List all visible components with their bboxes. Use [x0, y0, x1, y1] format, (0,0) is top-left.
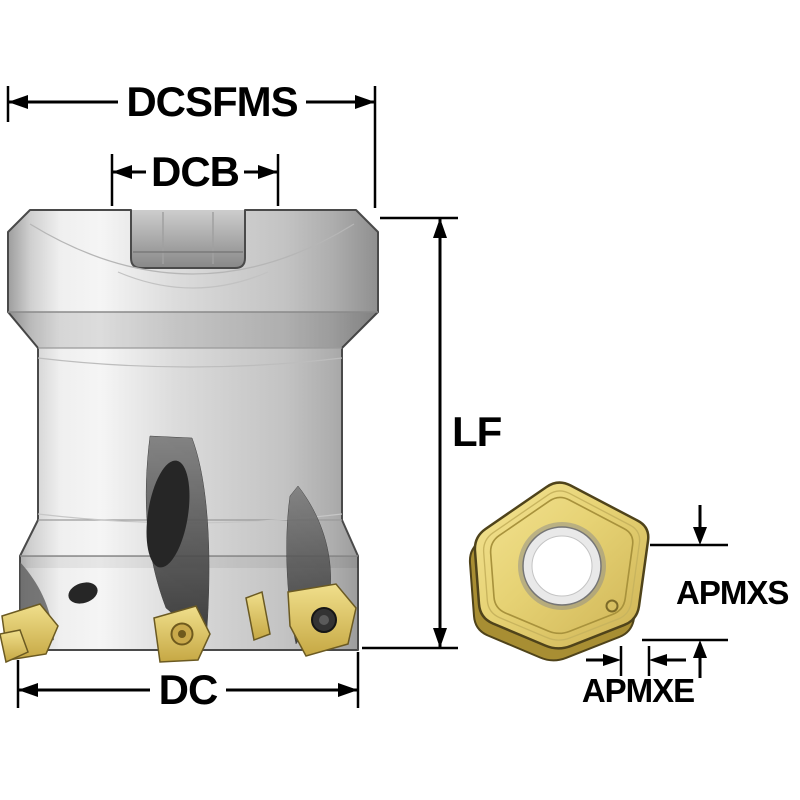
insert-left-lower [0, 629, 29, 664]
insert-facet-line-inner [489, 496, 634, 635]
dimension-dcsfms: DCSFMS [6, 78, 377, 208]
dim-label-apmxe: APMXE [582, 672, 694, 709]
coolant-hole [68, 582, 98, 604]
arrowhead-right-icon [258, 165, 278, 179]
arrowhead-right-icon [338, 683, 358, 697]
neck-taper-shade [8, 312, 378, 348]
insert-detail [468, 481, 650, 662]
dim-label-dc: DC [159, 666, 218, 713]
arrowhead-left-icon [18, 683, 38, 697]
arrowhead-right-icon [603, 654, 621, 666]
dimension-apmxe: APMXE [582, 646, 695, 709]
arrowhead-up-icon [693, 640, 707, 658]
dimension-dc: DC [16, 652, 360, 713]
dimension-apmxs: APMXS [642, 505, 789, 678]
screw-dark-torx [319, 615, 329, 625]
cylinder-arc [37, 357, 343, 368]
drive-slot-back-wall [131, 210, 245, 268]
arrowhead-right-icon [355, 95, 375, 109]
insert-corner-mark [605, 599, 619, 613]
dimension-dcb: DCB [110, 148, 280, 206]
insert-facet-line-outer [482, 490, 641, 641]
insert-mid-sliver [245, 590, 271, 642]
insert-hole [531, 535, 593, 597]
arrowhead-down-icon [433, 628, 447, 648]
arrowhead-left-icon [649, 654, 667, 666]
arrowhead-left-icon [112, 165, 132, 179]
pocket-hole [146, 460, 190, 568]
top-bore-arc [117, 271, 269, 289]
dimensions: DCSFMS DCB LF DC [6, 78, 789, 713]
dim-label-apmxs: APMXS [676, 574, 788, 611]
dim-label-lf: LF [452, 408, 502, 455]
cutter-body-silhouette [7, 209, 379, 651]
top-bore-arc [29, 223, 355, 275]
dim-label-dcb: DCB [151, 148, 239, 195]
dimension-lf: LF [362, 216, 503, 650]
arrowhead-up-icon [433, 218, 447, 238]
screw-gold-torx [178, 630, 186, 638]
arrowhead-down-icon [693, 527, 707, 545]
milling-cutter [0, 209, 379, 664]
arrowhead-left-icon [8, 95, 28, 109]
dim-label-dcsfms: DCSFMS [126, 78, 297, 125]
